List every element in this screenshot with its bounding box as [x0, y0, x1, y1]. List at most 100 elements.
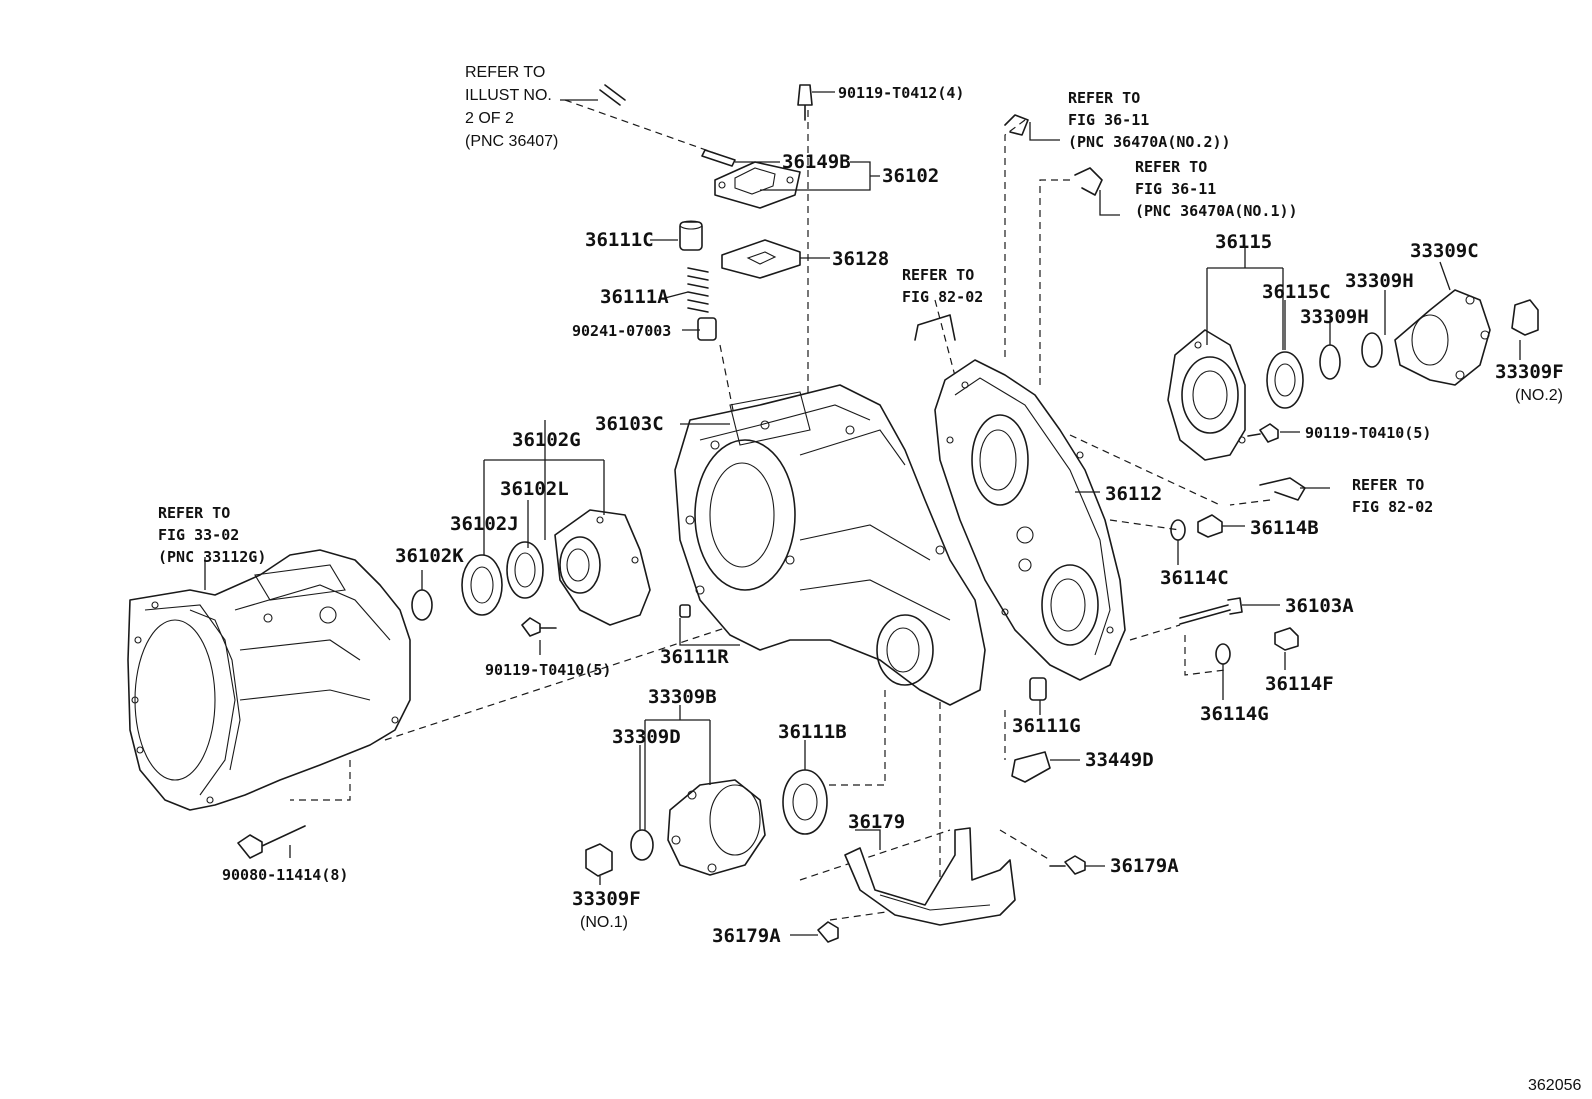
svg-text:REFER TO: REFER TO [1068, 89, 1140, 107]
label-33309c: 33309C [1410, 240, 1479, 262]
svg-text:(PNC 36470A(NO.2)): (PNC 36470A(NO.2)) [1068, 133, 1231, 151]
svg-text:FIG 36-11: FIG 36-11 [1135, 180, 1216, 198]
skid-plate-36179 [844, 827, 1016, 926]
refer-note-fig-36-11-no1: REFER TO FIG 36-11 (PNC 36470A(NO.1)) [1135, 158, 1298, 220]
svg-text:ILLUST NO.: ILLUST NO. [465, 87, 552, 104]
bearing-retainer [554, 509, 651, 626]
svg-text:REFER TO: REFER TO [1352, 476, 1424, 494]
nut-33309f-no1 [585, 843, 613, 877]
label-36114g: 36114G [1200, 703, 1269, 725]
sensor-33449d [1011, 751, 1051, 783]
label-36102: 36102 [882, 165, 939, 187]
oil-seal-36102j [461, 554, 503, 616]
label-36112: 36112 [1105, 483, 1162, 505]
label-33449d: 33449D [1085, 749, 1154, 771]
label-36102g: 36102G [512, 429, 581, 451]
label-33309f-no1-note: (NO.1) [580, 914, 628, 931]
label-36111c: 36111C [585, 229, 654, 251]
svg-text:2 OF 2: 2 OF 2 [465, 110, 514, 127]
label-36103c: 36103C [595, 413, 664, 435]
svg-text:REFER TO: REFER TO [902, 266, 974, 284]
svg-text:(PNC 33112G): (PNC 33112G) [158, 548, 266, 566]
refer-note-fig-36-11-no2: REFER TO FIG 36-11 (PNC 36470A(NO.2)) [1068, 89, 1231, 151]
refer-note-fig-82-02-top: REFER TO FIG 82-02 [902, 266, 983, 306]
bolt-36114b [1197, 514, 1223, 538]
label-36114f: 36114F [1265, 673, 1334, 695]
label-33309f-no2: 33309F [1495, 361, 1564, 383]
refer-note-fig-82-02-right: REFER TO FIG 82-02 [1352, 476, 1433, 516]
bracket-36470a-no1 [1074, 167, 1103, 196]
companion-flange-rear [1394, 289, 1491, 386]
label-36114b: 36114B [1250, 517, 1319, 539]
pin-36111g [1029, 677, 1047, 701]
label-90119-t0410-right: 90119-T0410(5) [1305, 424, 1431, 442]
svg-text:FIG 36-11: FIG 36-11 [1068, 111, 1149, 129]
part-labels: 90119-T0412(4) 36149B 36102 36111C 36128… [222, 84, 1564, 947]
label-90241-07003: 90241-07003 [572, 322, 671, 340]
label-36102l: 36102L [500, 478, 569, 500]
o-ring-36102k [411, 589, 433, 621]
svg-text:FIG 82-02: FIG 82-02 [902, 288, 983, 306]
label-90119-t0412: 90119-T0412(4) [838, 84, 964, 102]
label-36103a: 36103A [1285, 595, 1354, 617]
label-36179a-bottom: 36179A [712, 925, 781, 947]
adapter-housing [127, 549, 411, 811]
label-33309f-no1: 33309F [572, 888, 641, 910]
seal-33309h-a [1319, 344, 1341, 380]
label-36111g: 36111G [1012, 715, 1081, 737]
oil-seal-36111b [782, 769, 828, 835]
label-33309f-no2-note: (NO.2) [1515, 387, 1563, 404]
cover-gasket [721, 239, 801, 279]
pin-36111r [679, 604, 691, 618]
label-36102j: 36102J [450, 513, 519, 535]
bolt-90080-11414 [237, 825, 306, 859]
label-90080-11414: 90080-11414(8) [222, 866, 348, 884]
label-90119-t0410-left: 90119-T0410(5) [485, 661, 611, 679]
label-36149b: 36149B [782, 151, 851, 173]
rod-illust-ref [599, 84, 626, 106]
oil-seal-36115c [1266, 351, 1304, 409]
bolt-36179a-bottom [817, 921, 839, 943]
rear-transfer-case [934, 359, 1126, 681]
label-33309h-a: 33309H [1345, 270, 1414, 292]
label-36179a-right: 36179A [1110, 855, 1179, 877]
label-36115: 36115 [1215, 231, 1272, 253]
front-transfer-case [674, 384, 986, 706]
label-36111a: 36111A [600, 286, 669, 308]
bracket-fig-82-02-right [1259, 477, 1306, 501]
washer-36114c [1170, 519, 1186, 541]
leader-lines [204, 91, 1521, 936]
seal-33309h-b [1361, 332, 1383, 368]
svg-text:FIG 82-02: FIG 82-02 [1352, 498, 1433, 516]
svg-text:REFER TO: REFER TO [465, 64, 545, 81]
bracket-36470a-no2 [1004, 114, 1029, 136]
svg-text:(PNC 36470A(NO.1)): (PNC 36470A(NO.1)) [1135, 202, 1298, 220]
label-36102k: 36102K [395, 545, 464, 567]
spring-36111a [687, 267, 709, 313]
oil-seal-36102l [506, 541, 544, 599]
svg-text:FIG 33-02: FIG 33-02 [158, 526, 239, 544]
bolt-36114f [1274, 627, 1299, 651]
washer-36114g [1215, 643, 1231, 665]
seal-33309d [630, 829, 654, 861]
label-36114c: 36114C [1160, 567, 1229, 589]
bracket-fig-82-02-top [914, 314, 956, 341]
label-36115c: 36115C [1262, 281, 1331, 303]
label-36111r: 36111R [660, 646, 729, 668]
bolt-36179a-right [1049, 855, 1086, 875]
refer-note-fig-33-02: REFER TO FIG 33-02 (PNC 33112G) [158, 504, 266, 566]
companion-flange-front [667, 779, 766, 876]
label-33309d: 33309D [612, 726, 681, 748]
bolt-36103a [1179, 597, 1243, 625]
svg-text:REFER TO: REFER TO [158, 504, 230, 522]
breather-plug [701, 149, 736, 167]
bolt-left-90119-t0410 [521, 617, 557, 637]
label-36179: 36179 [848, 811, 905, 833]
svg-text:REFER TO: REFER TO [1135, 158, 1207, 176]
plug-36111c [679, 220, 703, 251]
label-33309b: 33309B [648, 686, 717, 708]
label-36128: 36128 [832, 248, 889, 270]
bolt-right-90119-t0410 [1247, 423, 1279, 443]
figure-number: 362056 [1528, 1077, 1581, 1094]
